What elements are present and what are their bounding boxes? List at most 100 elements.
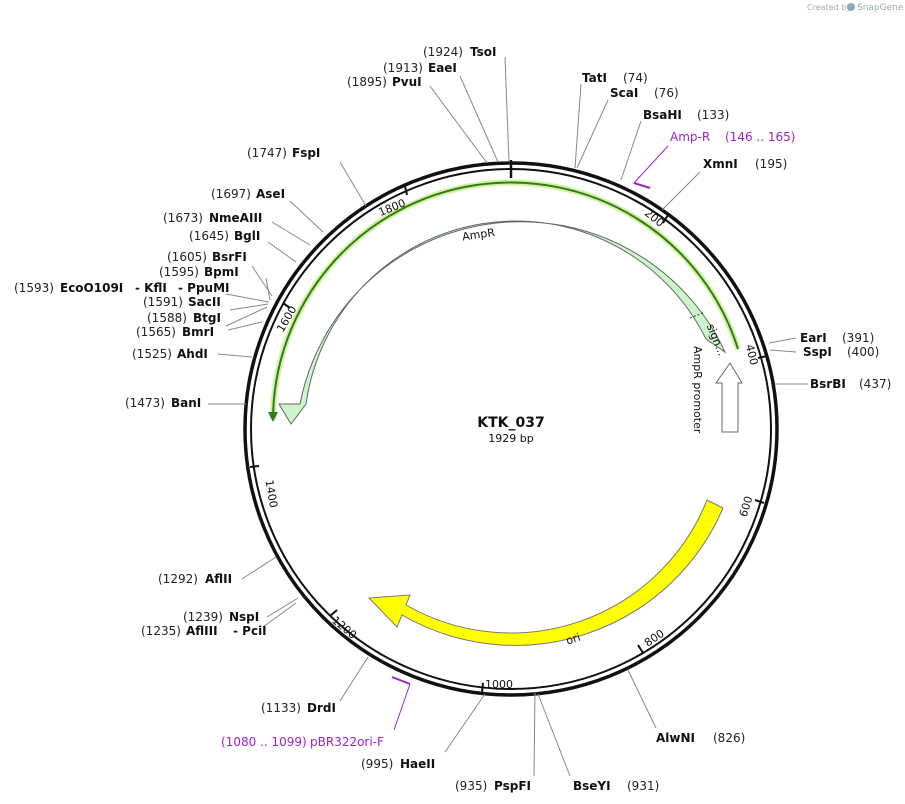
plasmid-name: KTK_037	[477, 415, 544, 431]
alwni-pos: (826)	[713, 731, 745, 745]
bsahi-name[interactable]: BsaHI	[643, 108, 682, 122]
drdi-pos: (1133)	[261, 701, 301, 715]
tati-name[interactable]: TatI	[582, 71, 607, 85]
ahdi-leader	[217, 353, 253, 358]
tick-600-label: 600	[737, 495, 756, 519]
ecoo109i-pos: (1593)	[14, 281, 54, 295]
ampr-promoter-feature[interactable]	[715, 362, 743, 433]
signal-divider	[689, 311, 706, 319]
nmeaiii-leader	[271, 221, 311, 246]
tick-1000-mark	[481, 682, 484, 693]
fspi-pos: (1747)	[247, 146, 287, 160]
ori-feature[interactable]	[367, 499, 724, 646]
nspi-pos: (1239)	[183, 610, 223, 624]
tick-1400-mark	[249, 465, 260, 468]
credit-text: Created by	[807, 3, 851, 12]
fspi-name[interactable]: FspI	[292, 146, 320, 160]
pvui-name[interactable]: PvuI	[392, 75, 422, 89]
asei-leader	[289, 200, 324, 233]
bseyi-leader	[537, 693, 571, 777]
bmri-name[interactable]: BmrI	[182, 325, 214, 339]
ampr-promoter-label: AmpR promoter	[691, 346, 704, 434]
scai-name[interactable]: ScaI	[610, 86, 638, 100]
afliii-name[interactable]: AflIII	[186, 624, 218, 638]
aflii-name[interactable]: AflII	[205, 572, 232, 586]
sacii-leader	[229, 303, 269, 311]
sspi-name[interactable]: SspI	[803, 345, 832, 359]
tati-leader	[574, 83, 582, 169]
bsrfi-name[interactable]: BsrFI	[212, 250, 247, 264]
nmeaiii-pos: (1673)	[163, 211, 203, 225]
nmeaiii-name[interactable]: NmeAIII	[209, 211, 262, 225]
bpmi-pos: (1595)	[159, 265, 199, 279]
bsrbi-name[interactable]: BsrBI	[810, 377, 846, 391]
snapgene-logo-icon	[847, 3, 855, 11]
tsoi-leader	[504, 56, 510, 163]
ppumi-name[interactable]: - PpuMI	[178, 281, 230, 295]
eaei-name[interactable]: EaeI	[428, 61, 457, 75]
bsrfi-leader	[251, 265, 273, 297]
asei-pos: (1697)	[211, 187, 251, 201]
bpmi-leader	[265, 277, 271, 301]
tick-200-mark	[662, 214, 669, 224]
pspfi-name[interactable]: PspFI	[494, 779, 531, 793]
bseyi-name[interactable]: BseYI	[573, 779, 611, 793]
ampr-primer-arrow-icon	[268, 412, 278, 422]
haeii-leader	[444, 693, 486, 753]
pcii-name[interactable]: - PciI	[233, 624, 267, 638]
alwni-name[interactable]: AlwNI	[656, 731, 695, 745]
ori-label: ori	[564, 631, 582, 648]
amp-r-primer-range: (146 .. 165)	[725, 130, 795, 144]
drdi-leader	[339, 656, 369, 702]
ampr-feature[interactable]	[278, 220, 727, 425]
eari-name[interactable]: EarI	[800, 331, 827, 345]
amp-r-primer-mark	[633, 182, 651, 189]
tick-1800-mark	[404, 185, 408, 196]
xmni-pos: (195)	[755, 157, 787, 171]
sspi-pos: (400)	[847, 345, 879, 359]
tsoi-pos: (1924)	[423, 45, 463, 59]
eari-pos: (391)	[842, 331, 874, 345]
pspfi-pos: (935)	[455, 779, 487, 793]
sacii-name[interactable]: SacII	[188, 295, 221, 309]
fspi-leader	[339, 161, 367, 207]
bseyi-pos: (931)	[627, 779, 659, 793]
bgli-name[interactable]: BglI	[234, 229, 260, 243]
plasmid-length: 1929 bp	[488, 432, 533, 445]
nspi-name[interactable]: NspI	[229, 610, 259, 624]
tati-pos: (74)	[623, 71, 648, 85]
ampr-primer-arc	[272, 181, 739, 420]
tick-800-mark	[637, 644, 644, 654]
tick-1000-label: 1000	[485, 678, 513, 691]
afliii-pos: (1235)	[141, 624, 181, 638]
scai-pos: (76)	[654, 86, 679, 100]
amp-r-primer-name: Amp-R	[670, 130, 710, 144]
nspi-leader	[266, 597, 299, 618]
bmri-leader	[227, 321, 263, 331]
ahdi-name[interactable]: AhdI	[177, 347, 208, 361]
pspfi-leader	[533, 692, 536, 777]
kfli-name[interactable]: - KflI	[135, 281, 167, 295]
brand-text: SnapGene	[857, 3, 904, 13]
btgi-name[interactable]: BtgI	[193, 311, 221, 325]
xmni-name[interactable]: XmnI	[703, 157, 738, 171]
pbr322ori-primer-range: (1080 .. 1099)	[221, 735, 307, 749]
tick-1200-mark	[329, 609, 338, 617]
pbr322ori-leader	[393, 683, 411, 731]
btgi-pos: (1588)	[147, 311, 187, 325]
pvui-pos: (1895)	[347, 75, 387, 89]
ecoo109i-name[interactable]: EcoO109I	[60, 281, 123, 295]
bsrbi-pos: (437)	[859, 377, 891, 391]
haeii-name[interactable]: HaeII	[400, 757, 435, 771]
tsoi-name[interactable]: TsoI	[470, 45, 496, 59]
bsahi-pos: (133)	[697, 108, 729, 122]
tick-1600-mark	[282, 302, 291, 309]
bsrfi-pos: (1605)	[167, 250, 207, 264]
bpmi-name[interactable]: BpmI	[204, 265, 239, 279]
bani-name[interactable]: BanI	[171, 396, 201, 410]
drdi-name[interactable]: DrdI	[307, 701, 336, 715]
aflii-leader	[241, 556, 277, 580]
tick-600-mark	[754, 499, 765, 504]
asei-name[interactable]: AseI	[256, 187, 285, 201]
